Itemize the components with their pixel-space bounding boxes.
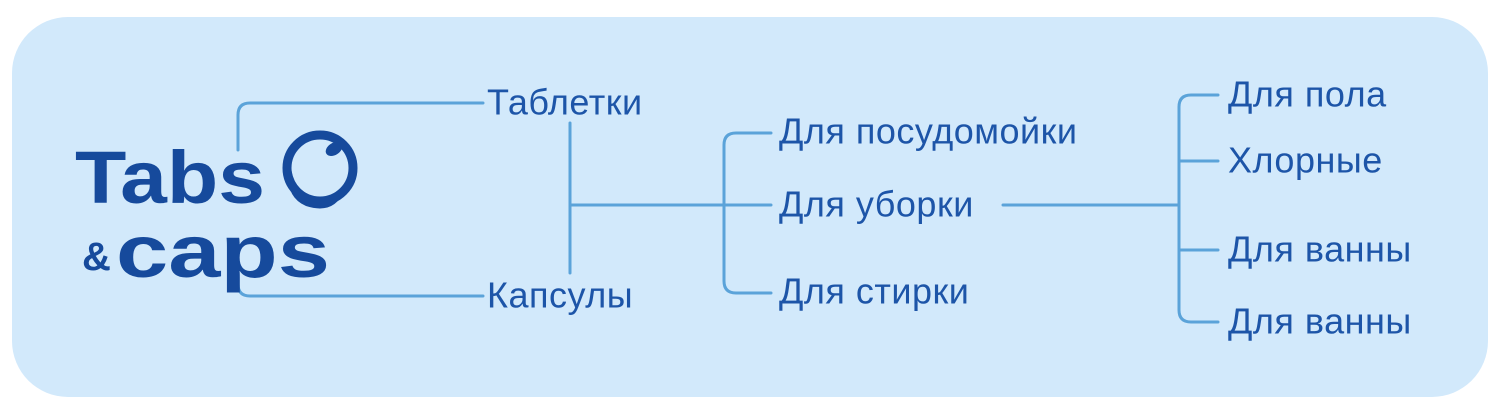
logo-word1: Tabs <box>75 136 265 219</box>
node-floor: Для пола <box>1228 73 1387 115</box>
node-laundry: Для стирки <box>779 270 970 312</box>
node-dishwasher: Для посудомойки <box>779 110 1078 152</box>
logo-amp: & <box>82 235 111 279</box>
bubble-icon <box>282 130 358 209</box>
node-chlorine: Хлорные <box>1228 139 1383 181</box>
node-bath-2: Для ванны <box>1228 300 1412 342</box>
brand-logo: Tabs & caps <box>75 130 358 293</box>
node-capsules: Капсулы <box>487 274 634 316</box>
node-cleaning: Для уборки <box>779 183 974 225</box>
node-bath-1: Для ванны <box>1228 228 1412 270</box>
node-tablets: Таблетки <box>487 81 643 123</box>
logo-word2: caps <box>116 210 330 293</box>
